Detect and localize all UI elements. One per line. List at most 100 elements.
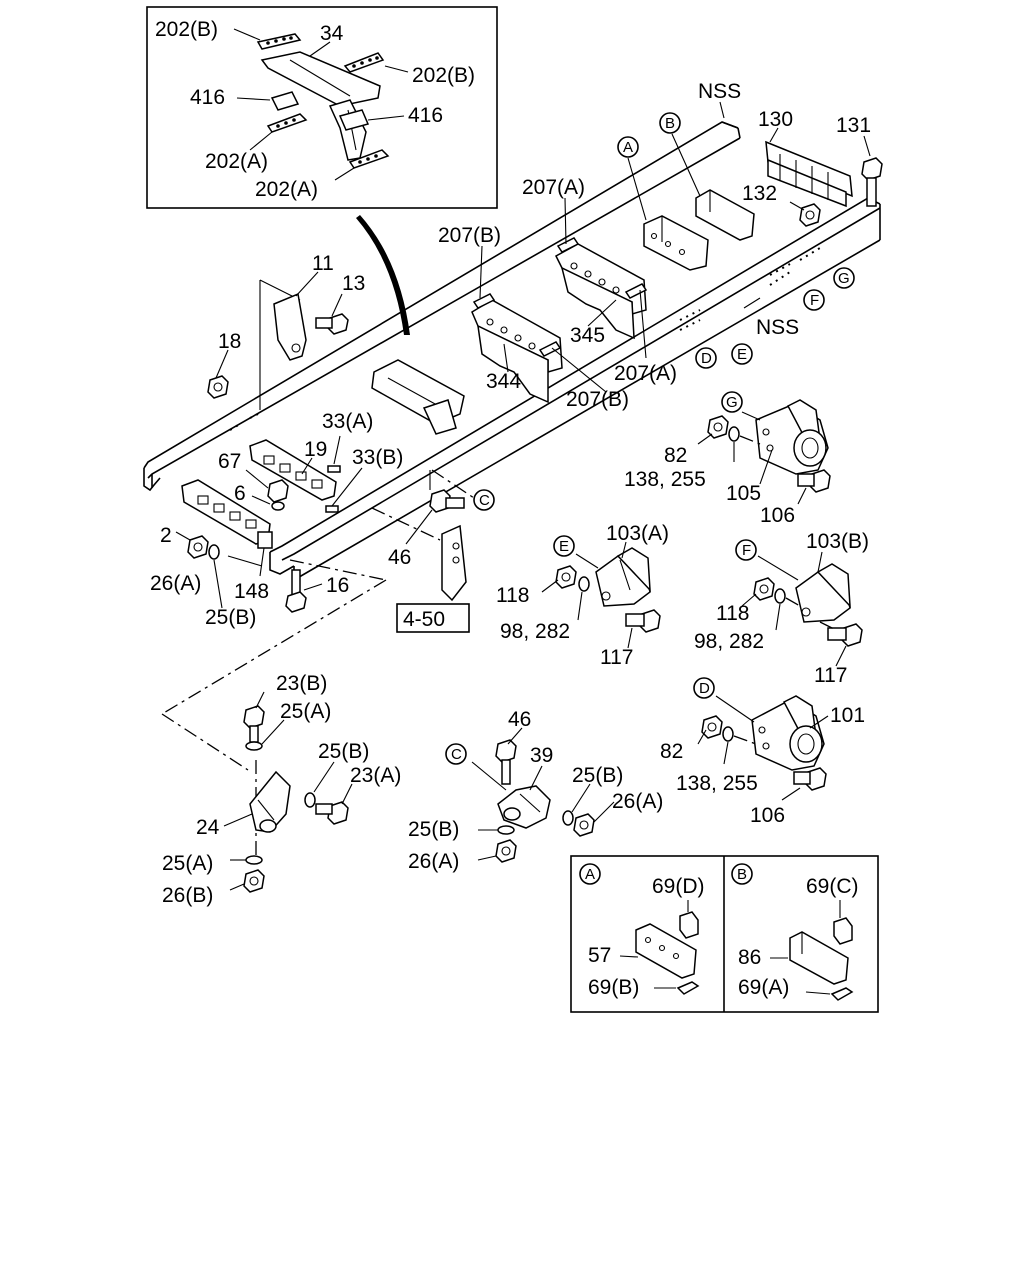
label-18: 18	[218, 330, 241, 353]
label-25b: 25(B)	[318, 740, 369, 763]
label-202a: 202(A)	[255, 178, 318, 201]
svg-text:B: B	[737, 866, 747, 883]
washer-25a	[245, 741, 263, 751]
label-26a: 26(A)	[612, 790, 663, 813]
marker-d: D	[695, 347, 717, 369]
label-101: 101	[830, 704, 865, 727]
label-33a: 33(A)	[322, 410, 373, 433]
marker-f: F	[735, 539, 757, 561]
shim-69a	[830, 987, 854, 1001]
inset-crossmember-detail: 202(B) 34 202(B) 416 416 202(A) 202(A)	[146, 6, 498, 209]
label-26a: 26(A)	[408, 850, 459, 873]
label-26b: 26(B)	[162, 884, 213, 907]
bracket-103b	[795, 563, 851, 623]
label-202b: 202(B)	[155, 18, 218, 41]
washer-25b	[304, 792, 316, 808]
gusset-19	[249, 439, 337, 501]
label-6: 6	[234, 482, 246, 505]
bracket-416-right	[338, 109, 370, 131]
label-2: 2	[160, 524, 172, 547]
svg-text:E: E	[737, 346, 747, 363]
label-19: 19	[304, 438, 327, 461]
bracket-86	[789, 931, 849, 985]
rear-guard-130	[765, 140, 853, 208]
nut-26a	[187, 535, 209, 559]
bolt-13	[315, 313, 349, 335]
hanger-101	[751, 695, 825, 771]
bolt-46	[495, 739, 517, 785]
svg-text:E: E	[559, 538, 569, 555]
washer-25b	[562, 810, 574, 826]
reference-box: 4-50	[396, 603, 470, 633]
hanger-105	[755, 399, 829, 475]
crossmember-344	[471, 293, 563, 404]
bolt-16	[285, 569, 307, 613]
marker-g: G	[721, 391, 743, 413]
nut-18	[207, 375, 229, 399]
label-98-282: 98, 282	[694, 630, 764, 653]
marker-b: B	[659, 112, 681, 134]
marker-a: A	[579, 863, 601, 885]
bracket-c-on-frame	[441, 524, 467, 602]
nut-132	[799, 203, 821, 227]
svg-text:C: C	[451, 746, 462, 763]
label-23b: 23(B)	[276, 672, 327, 695]
bracket-a	[643, 215, 709, 271]
letter-markers: A B G F E D C G E F D C A B	[445, 112, 855, 885]
label-16: 16	[326, 574, 349, 597]
label-24: 24	[196, 816, 220, 839]
label-57: 57	[588, 944, 611, 967]
svg-text:G: G	[726, 394, 738, 411]
washer-6	[271, 501, 285, 511]
inset-a-b: 69(D) 57 69(B) 69(C) 86 69(A)	[570, 855, 879, 1013]
marker-e: E	[731, 343, 753, 365]
label-117: 117	[814, 664, 847, 687]
label-86: 86	[738, 946, 761, 969]
crossmember-center	[371, 359, 465, 435]
part-labels: NSS 130 131 132 207(A) 207(B) 11 13 18 3…	[150, 80, 871, 907]
label-33b: 33(B)	[352, 446, 403, 469]
plate-202a-lower	[348, 149, 390, 169]
label-13: 13	[342, 272, 365, 295]
bracket-148	[257, 531, 273, 549]
bolt-46	[429, 489, 465, 513]
label-69d: 69(D)	[652, 875, 705, 898]
label-345: 345	[570, 324, 605, 347]
label-138-255: 138, 255	[676, 772, 758, 795]
label-106: 106	[750, 804, 785, 827]
label-106: 106	[760, 504, 795, 527]
nut-26b	[243, 869, 265, 893]
label-82: 82	[664, 444, 687, 467]
svg-text:D: D	[699, 680, 710, 697]
marker-a: A	[617, 136, 639, 158]
label-25a: 25(A)	[162, 852, 213, 875]
washer-138-255	[728, 426, 740, 442]
bracket-103a	[595, 547, 651, 607]
washer-98-282	[578, 576, 590, 592]
bracket-39	[497, 785, 551, 829]
svg-text:C: C	[479, 492, 490, 509]
label-98-282: 98, 282	[500, 620, 570, 643]
bolt-131	[861, 157, 883, 207]
bolt-23b	[243, 705, 265, 743]
label-207b: 207(B)	[566, 388, 629, 411]
nut-82	[701, 715, 723, 739]
label-103b: 103(B)	[806, 530, 869, 553]
svg-text:F: F	[810, 292, 819, 309]
bracket-b	[695, 189, 755, 241]
label-207b: 207(B)	[438, 224, 501, 247]
svg-text:G: G	[838, 270, 850, 287]
bolt-117	[827, 623, 863, 647]
label-202a: 202(A)	[205, 150, 268, 173]
label-46: 46	[388, 546, 411, 569]
washer-98-282	[774, 588, 786, 604]
label-69c: 69(C)	[806, 875, 859, 898]
label-nss: NSS	[698, 80, 741, 103]
label-46: 46	[508, 708, 531, 731]
marker-c: C	[473, 489, 495, 511]
label-138-255: 138, 255	[624, 468, 706, 491]
marker-d: D	[693, 677, 715, 699]
marker-g: G	[833, 267, 855, 289]
label-344: 344	[486, 370, 521, 393]
nut-118	[753, 577, 775, 601]
